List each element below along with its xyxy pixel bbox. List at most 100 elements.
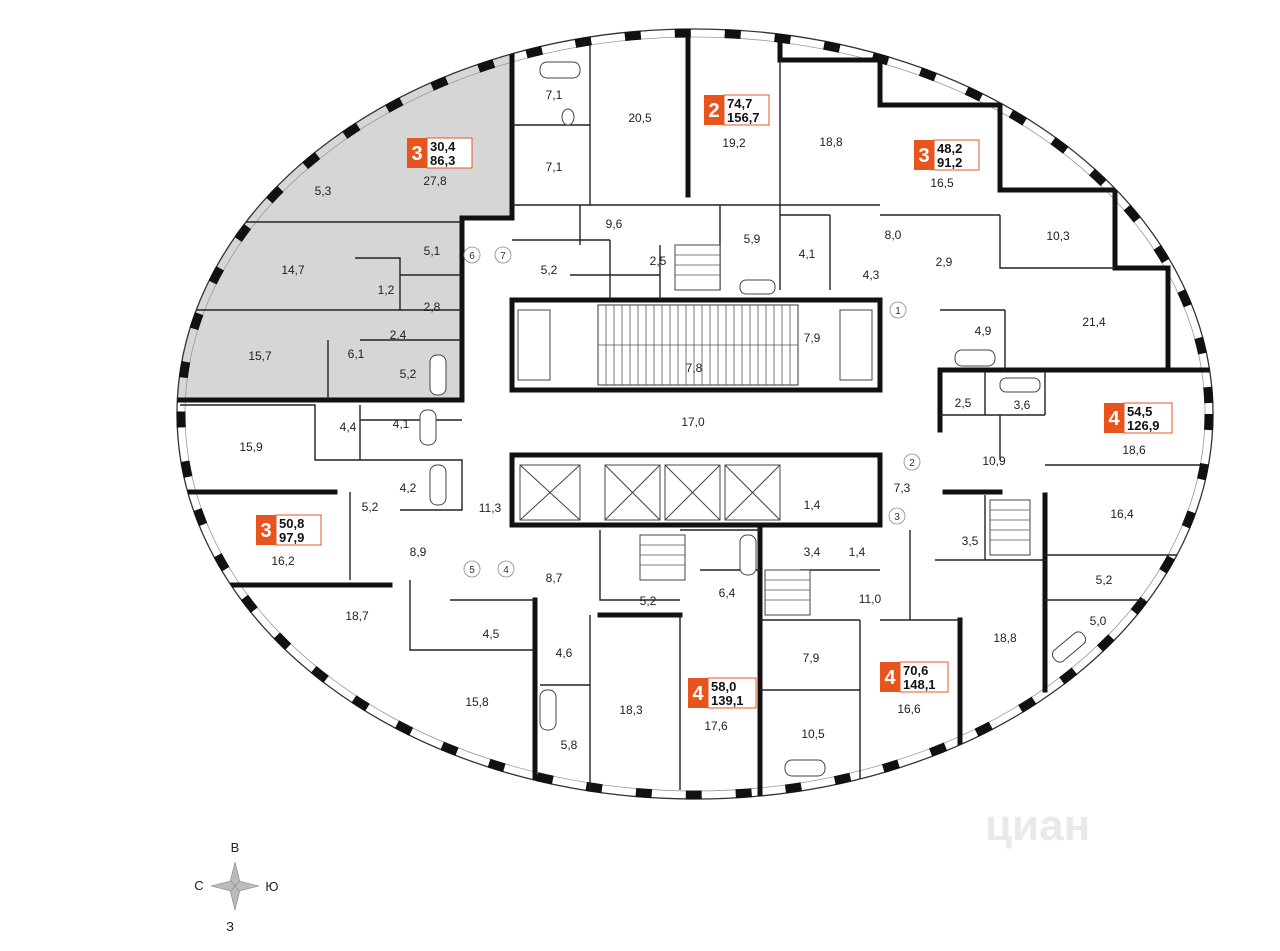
svg-text:3: 3 xyxy=(918,145,929,167)
svg-text:3: 3 xyxy=(411,143,422,165)
svg-text:97,9: 97,9 xyxy=(279,530,304,545)
compass-rose: В С Ю З xyxy=(194,840,278,934)
room-area: 15,7 xyxy=(248,349,272,363)
room-area: 1,2 xyxy=(378,283,395,297)
room-area: 2,8 xyxy=(424,300,441,314)
svg-text:4: 4 xyxy=(692,683,704,705)
compass-south: З xyxy=(226,919,234,934)
room-area: 18,8 xyxy=(993,631,1017,645)
stairs-and-elevators xyxy=(517,244,1031,616)
svg-text:4: 4 xyxy=(1108,408,1120,430)
compass-west: С xyxy=(194,878,203,893)
svg-text:156,7: 156,7 xyxy=(727,110,760,125)
room-area: 27,8 xyxy=(423,174,447,188)
room-area: 7,1 xyxy=(546,88,563,102)
room-area: 18,8 xyxy=(819,135,843,149)
apartment-badge[interactable]: 4 54,5 126,9 xyxy=(1104,402,1173,434)
door-number: 2 xyxy=(909,458,915,469)
room-area: 1,4 xyxy=(849,545,866,559)
compass-east: Ю xyxy=(265,879,278,894)
outer-facade xyxy=(176,28,1214,800)
room-area: 5,2 xyxy=(541,263,558,277)
bathroom-fixtures xyxy=(419,61,1087,777)
room-area: 16,6 xyxy=(897,702,921,716)
room-area: 3,5 xyxy=(962,534,979,548)
room-area: 4,1 xyxy=(393,417,410,431)
svg-text:2: 2 xyxy=(708,100,719,122)
svg-text:3: 3 xyxy=(260,520,271,542)
room-area: 2,5 xyxy=(955,396,972,410)
room-area: 7,3 xyxy=(894,481,911,495)
room-area: 14,7 xyxy=(281,263,305,277)
compass-north: В xyxy=(231,840,240,855)
room-area: 4,1 xyxy=(799,247,816,261)
room-area: 5,2 xyxy=(362,500,379,514)
room-area: 7,1 xyxy=(546,160,563,174)
apartment-badge[interactable]: 2 74,7 156,7 xyxy=(704,94,770,126)
room-area: 2,5 xyxy=(650,254,667,268)
room-area: 2,9 xyxy=(936,255,953,269)
apartment-badge[interactable]: 4 58,0 139,1 xyxy=(688,677,757,709)
svg-text:74,7: 74,7 xyxy=(727,96,752,111)
watermark-text: циан xyxy=(985,801,1090,850)
room-area: 5,8 xyxy=(561,738,578,752)
room-area: 21,4 xyxy=(1082,315,1106,329)
room-area: 4,5 xyxy=(483,627,500,641)
room-area: 18,6 xyxy=(1122,443,1146,457)
room-area: 1,4 xyxy=(804,498,821,512)
room-area: 5,3 xyxy=(315,184,332,198)
room-area: 4,3 xyxy=(863,268,880,282)
apartment-badge[interactable]: 3 50,8 97,9 xyxy=(256,514,322,546)
room-area: 4,2 xyxy=(400,481,417,495)
svg-text:148,1: 148,1 xyxy=(903,677,936,692)
room-area: 5,0 xyxy=(1090,614,1107,628)
room-area: 11,0 xyxy=(859,592,882,606)
room-area: 16,4 xyxy=(1110,507,1134,521)
room-area: 20,5 xyxy=(628,111,652,125)
room-area: 17,0 xyxy=(681,415,705,429)
svg-text:30,4: 30,4 xyxy=(430,139,456,154)
room-area: 4,6 xyxy=(556,646,573,660)
svg-text:139,1: 139,1 xyxy=(711,693,744,708)
room-area: 5,2 xyxy=(640,594,657,608)
room-area: 19,2 xyxy=(722,136,746,150)
door-number: 3 xyxy=(894,512,900,523)
room-area: 8,0 xyxy=(885,228,902,242)
room-area: 15,8 xyxy=(465,695,489,709)
room-area: 7,9 xyxy=(804,331,821,345)
svg-text:4: 4 xyxy=(884,667,896,689)
room-area: 3,6 xyxy=(1014,398,1031,412)
svg-text:86,3: 86,3 xyxy=(430,153,455,168)
room-area: 10,5 xyxy=(801,727,825,741)
room-area: 9,6 xyxy=(606,217,623,231)
room-area: 4,4 xyxy=(340,420,357,434)
svg-text:54,5: 54,5 xyxy=(1127,404,1152,419)
room-area: 8,9 xyxy=(410,545,427,559)
apartment-badge[interactable]: 3 30,4 86,3 xyxy=(407,137,473,169)
door-number: 5 xyxy=(469,565,475,576)
room-area: 11,3 xyxy=(479,501,502,515)
room-area: 2,4 xyxy=(390,328,407,342)
svg-text:70,6: 70,6 xyxy=(903,663,928,678)
door-number: 7 xyxy=(500,251,506,262)
door-number: 1 xyxy=(895,306,901,317)
apartment-badges[interactable]: 3 30,4 86,3 2 74,7 156,7 3 48,2 91,2 4 5… xyxy=(256,94,1173,709)
room-area: 5,2 xyxy=(1096,573,1113,587)
room-area: 5,9 xyxy=(744,232,761,246)
room-area: 10,3 xyxy=(1046,229,1070,243)
room-area: 7,8 xyxy=(686,361,703,375)
room-area: 18,7 xyxy=(345,609,369,623)
door-number: 6 xyxy=(469,251,475,262)
room-area: 5,2 xyxy=(400,367,417,381)
room-area: 7,9 xyxy=(803,651,820,665)
room-area: 8,7 xyxy=(546,571,563,585)
room-area: 3,4 xyxy=(804,545,821,559)
room-labels: 7,1 20,5 19,2 18,8 16,5 27,8 5,3 7,1 9,6… xyxy=(239,88,1146,752)
door-number: 4 xyxy=(503,565,509,576)
apartment-badge[interactable]: 3 48,2 91,2 xyxy=(914,139,980,171)
room-area: 16,5 xyxy=(930,176,954,190)
apartment-badge[interactable]: 4 70,6 148,1 xyxy=(880,661,949,693)
room-area: 5,1 xyxy=(424,244,441,258)
svg-text:58,0: 58,0 xyxy=(711,679,736,694)
